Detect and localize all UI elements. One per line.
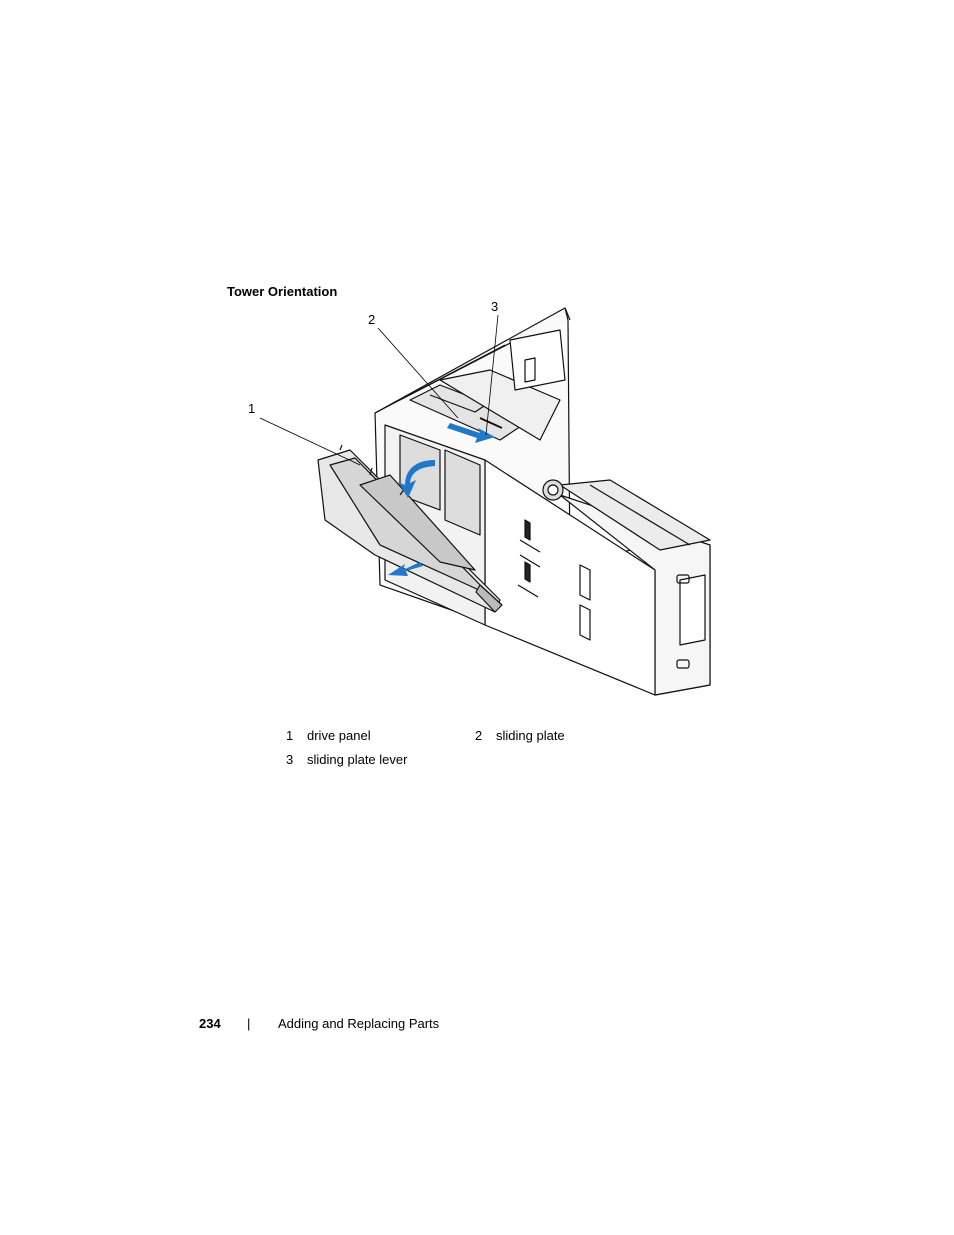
callout-1: 1: [248, 401, 255, 416]
legend-label: drive panel: [307, 728, 371, 743]
page-number: 234: [199, 1016, 221, 1031]
footer-separator: |: [247, 1016, 251, 1031]
figure-heading: Tower Orientation: [227, 284, 338, 299]
computer-tower-illustration: 1 2 3: [248, 300, 711, 696]
legend-label: sliding plate lever: [307, 752, 408, 767]
legend-number: 1: [286, 728, 294, 743]
legend-number: 3: [286, 752, 294, 767]
callout-3: 3: [491, 300, 498, 314]
legend-number: 2: [475, 728, 483, 743]
footer-section-title: Adding and Replacing Parts: [278, 1016, 440, 1031]
legend-label: sliding plate: [496, 728, 565, 743]
callout-2: 2: [368, 312, 375, 327]
